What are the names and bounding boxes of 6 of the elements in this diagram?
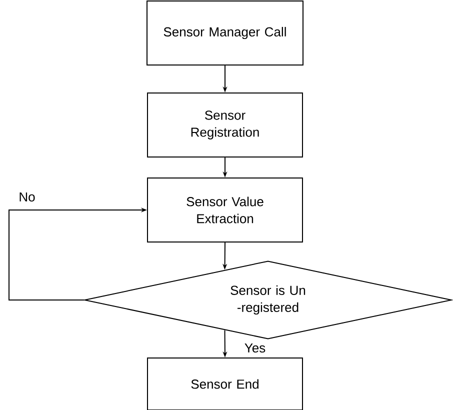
edge-label: No — [18, 191, 36, 203]
edge-label: Yes — [243, 342, 267, 354]
process-box: Sensor Value Extraction — [147, 178, 303, 242]
process-box: Sensor Registration — [147, 92, 303, 158]
process-box: Sensor Manager Call — [146, 0, 304, 66]
process-box: Sensor End — [147, 358, 303, 410]
